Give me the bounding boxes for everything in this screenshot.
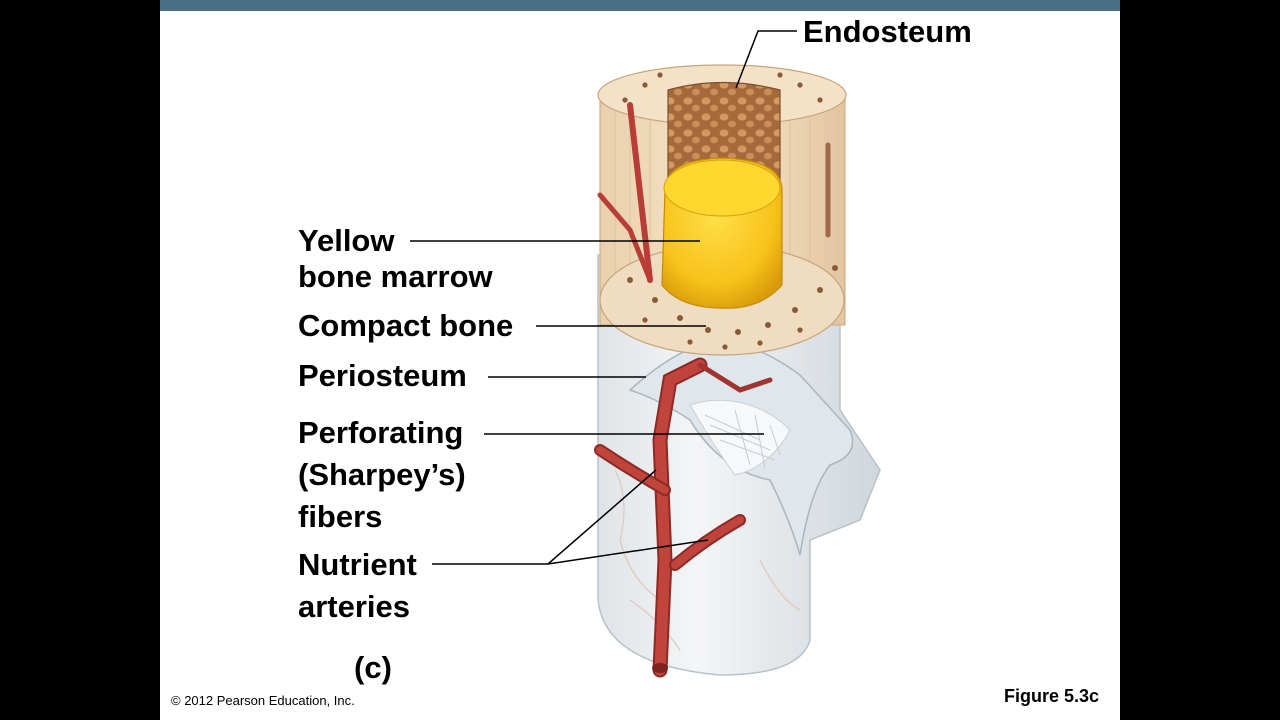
label-endosteum: Endosteum xyxy=(803,14,972,49)
label-nutrient-line2: arteries xyxy=(298,589,411,624)
slide: Endosteum Yellow bone marrow Compact bon… xyxy=(160,0,1120,720)
label-perforating-line1: Perforating xyxy=(298,415,464,450)
panel-letter: (c) xyxy=(354,650,392,685)
nutrient-arteries xyxy=(594,102,831,678)
label-perforating-line3: fibers xyxy=(298,499,383,534)
label-perforating-line2: (Sharpey’s) xyxy=(298,457,466,492)
label-nutrient-line1: Nutrient xyxy=(298,547,417,582)
copyright-notice: © 2012 Pearson Education, Inc. xyxy=(171,693,355,708)
top-bar xyxy=(160,0,1120,11)
figure-number: Figure 5.3c xyxy=(1004,686,1100,706)
label-compact-bone: Compact bone xyxy=(298,308,514,343)
artery-opening xyxy=(652,663,668,673)
label-periosteum: Periosteum xyxy=(298,358,467,393)
leader-endosteum xyxy=(735,30,797,89)
label-yellow-marrow-line2: bone marrow xyxy=(298,259,493,294)
periosteum-layer xyxy=(597,254,881,676)
leader-lines xyxy=(410,30,797,565)
leader-nutrient-arteries xyxy=(432,469,709,565)
yellow-marrow xyxy=(661,157,783,309)
bone-diagram xyxy=(410,30,881,678)
label-yellow-marrow-line1: Yellow xyxy=(298,223,395,258)
